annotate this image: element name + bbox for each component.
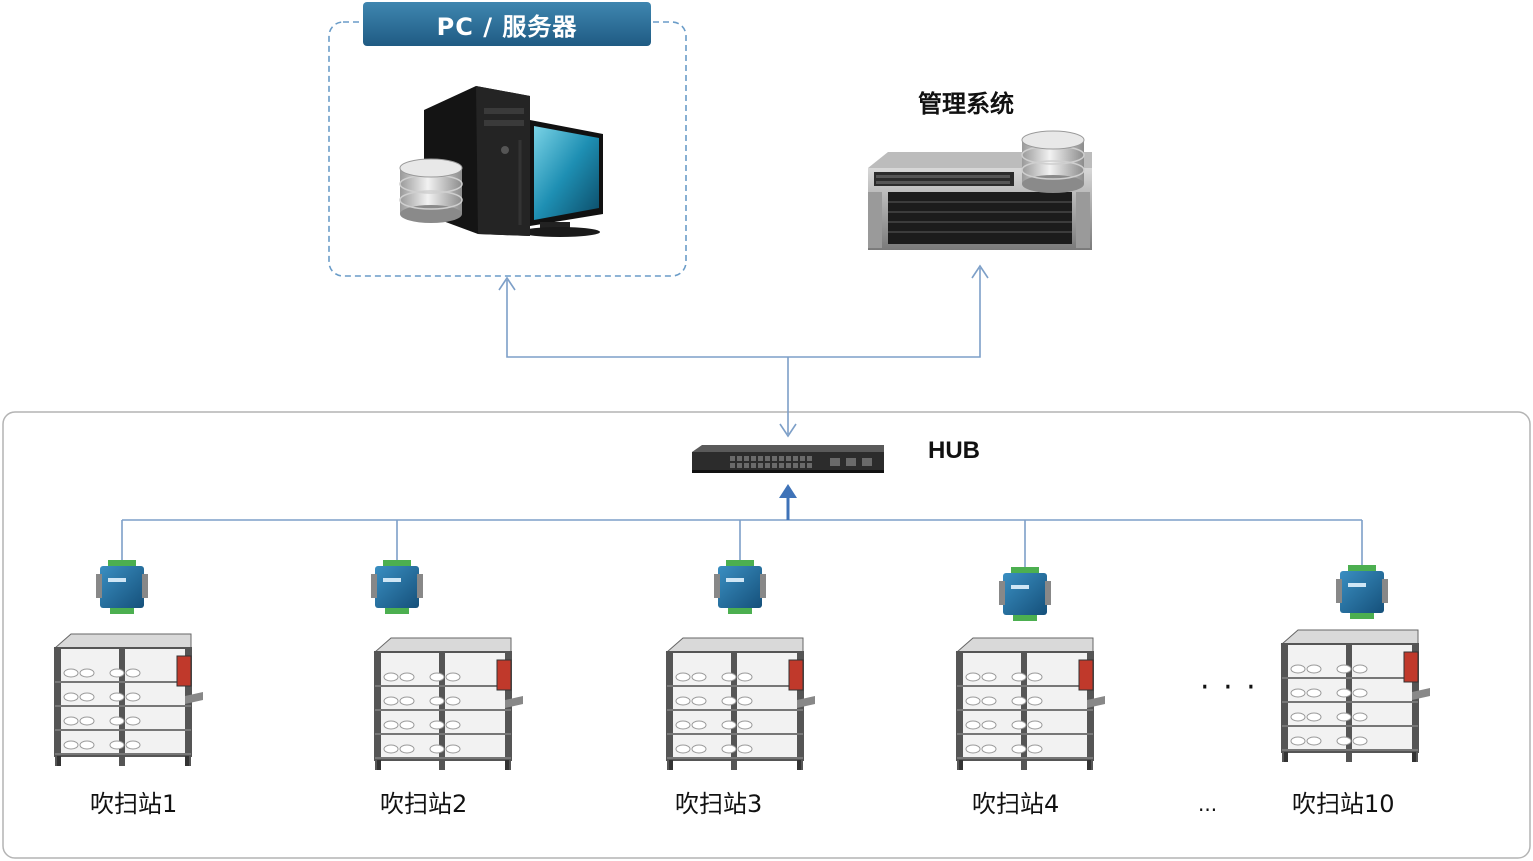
upper-arrowheads (498, 264, 989, 438)
hub-uplink-arrow (779, 484, 797, 520)
station-label-1: 吹扫站1 (90, 790, 178, 818)
station-bus-lines (121, 519, 1363, 570)
serial-converter-icon (96, 560, 148, 614)
serial-converter-icon (999, 567, 1051, 621)
station-label-4: 吹扫站4 (972, 790, 1060, 818)
management-system-title: 管理系统 (918, 90, 1014, 118)
serial-converter-icon (714, 560, 766, 614)
purge-station-cabinet-icon (373, 637, 523, 770)
pc-server-banner: PC / 服务器 (363, 2, 651, 46)
hub-title: HUB (928, 437, 980, 464)
hub-switch-icon (692, 445, 884, 473)
purge-station-cabinet-icon (665, 637, 815, 770)
upper-connector-lines (506, 268, 981, 434)
station-label-10: 吹扫站10 (1292, 790, 1395, 818)
purge-station-cabinet-icon (1280, 629, 1430, 762)
field-frame (2, 411, 1531, 859)
ellipsis-lower: ... (1198, 792, 1218, 816)
station-label-3: 吹扫站3 (675, 790, 763, 818)
pc-database-icon (399, 158, 463, 223)
serial-converter-icon (371, 560, 423, 614)
serial-converter-icon (1336, 565, 1388, 619)
management-database-icon (1021, 130, 1085, 193)
ellipsis-upper: · · · (1200, 670, 1258, 705)
purge-station-cabinet-icon (955, 637, 1105, 770)
station-label-2: 吹扫站2 (380, 790, 468, 818)
pc-workstation-icon (424, 86, 603, 237)
purge-station-cabinet-icon (53, 633, 203, 766)
